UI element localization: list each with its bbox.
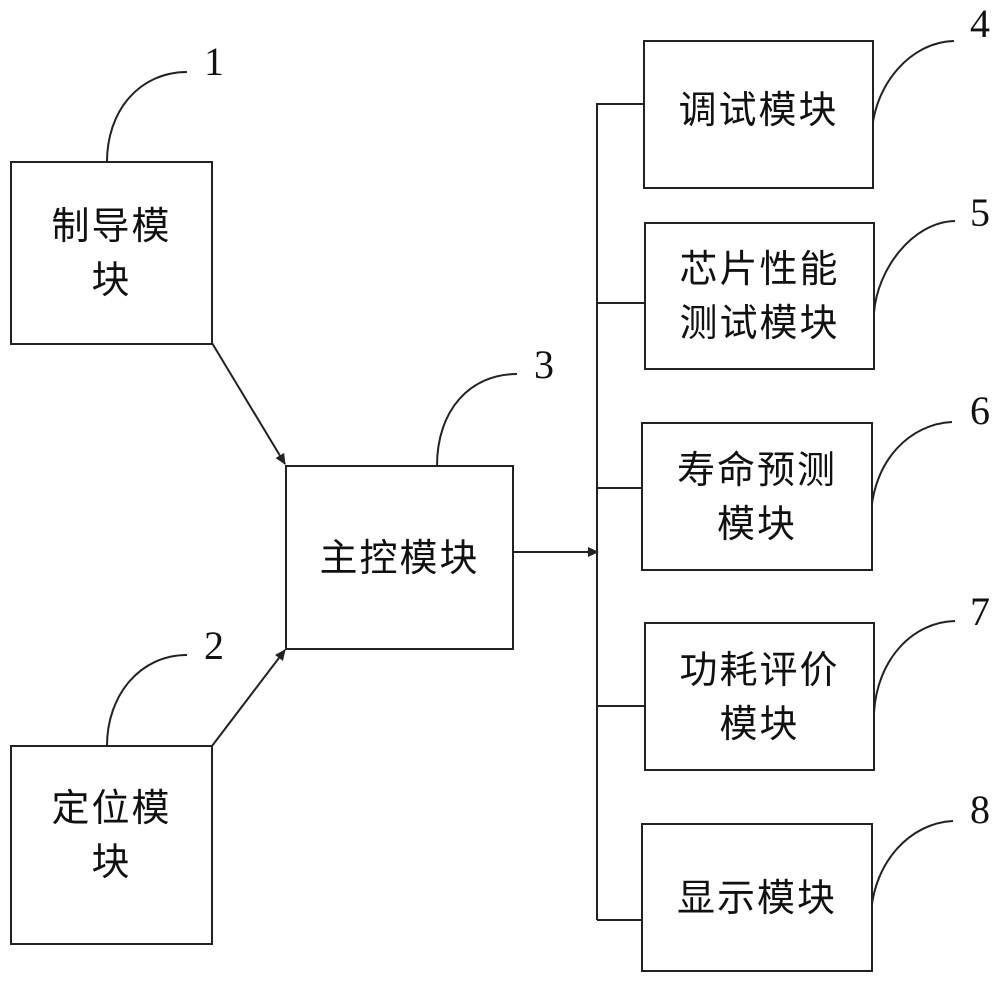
ref-numeral-2: 2 [204, 623, 224, 668]
guidance-module-label: 制导模块 [51, 199, 171, 307]
guidance-module-box: 制导模块 [10, 161, 213, 345]
ref-numeral-6: 6 [970, 388, 990, 433]
label-line: 功耗评价 [679, 647, 840, 692]
arrow-guidance-to-main-control [211, 342, 286, 465]
ref-numeral-4: 4 [970, 1, 990, 46]
label-line: 定位模 [51, 786, 172, 830]
ref-numeral-8: 8 [970, 787, 990, 832]
label-line: 块 [91, 258, 132, 302]
life-prediction-module-label: 寿命预测模块 [677, 443, 837, 551]
ref-numeral-7: 7 [970, 589, 990, 634]
chip-performance-test-module-box: 芯片性能测试模块 [644, 222, 875, 370]
power-evaluation-module-label: 功耗评价模块 [679, 643, 839, 751]
leader-line-1 [106, 71, 188, 163]
debug-module-box: 调试模块 [643, 40, 874, 189]
leader-line-6 [870, 421, 953, 515]
label-line: 芯片性能 [679, 247, 840, 291]
display-module-label: 显示模块 [676, 875, 837, 920]
chip-performance-test-module-label: 芯片性能测试模块 [679, 242, 839, 350]
arrow-positioning-to-main-control [211, 649, 286, 747]
label-line: 模块 [719, 701, 800, 746]
leader-line-4 [871, 40, 955, 132]
positioning-module-box: 定位模块 [10, 745, 213, 945]
leader-line-8 [870, 820, 954, 915]
main-control-module-box: 主控模块 [285, 465, 514, 650]
positioning-module-label: 定位模块 [51, 781, 171, 889]
ref-numeral-1: 1 [204, 39, 224, 84]
debug-module-label: 调试模块 [678, 87, 839, 132]
main-control-module-label: 主控模块 [319, 535, 480, 580]
ref-numeral-5: 5 [970, 190, 990, 235]
ref-numeral-3: 3 [534, 342, 554, 387]
label-line: 制导模 [51, 204, 172, 248]
display-module-box: 显示模块 [641, 823, 873, 972]
label-line: 测试模块 [679, 301, 840, 345]
leader-line-3 [436, 373, 518, 467]
leader-line-7 [873, 620, 956, 714]
label-line: 模块 [716, 501, 797, 546]
power-evaluation-module-box: 功耗评价模块 [644, 622, 875, 771]
label-line: 块 [91, 840, 132, 884]
label-line: 寿命预测 [676, 447, 837, 492]
life-prediction-module-box: 寿命预测模块 [641, 422, 873, 571]
leader-line-2 [106, 654, 188, 747]
leader-line-5 [873, 220, 956, 314]
